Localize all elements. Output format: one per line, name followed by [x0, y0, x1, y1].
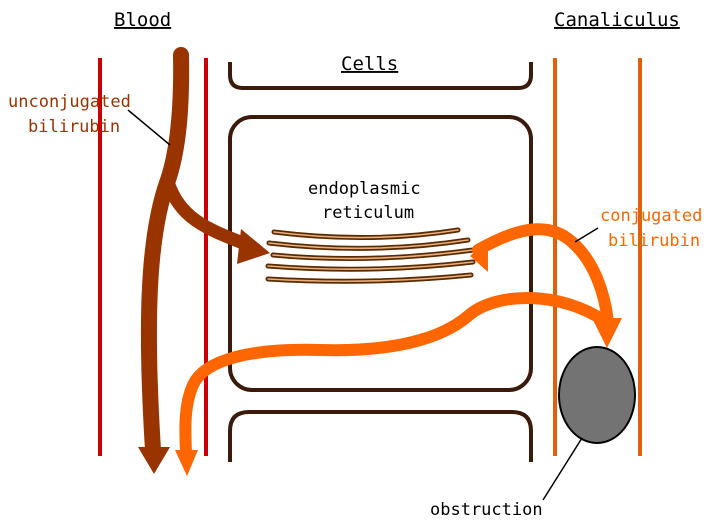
- er-label-line1: endoplasmic: [308, 179, 421, 199]
- cell-bottom: [230, 412, 531, 462]
- obstruction-leader: [543, 438, 582, 500]
- unconjugated-er-arrowhead: [237, 229, 270, 264]
- cells-header: Cells: [341, 53, 398, 75]
- obstruction: [559, 347, 635, 443]
- conjugated-bilirubin-reflux: [185, 298, 606, 452]
- obstruction-label: obstruction: [430, 500, 543, 520]
- conjugated-label-line2: bilirubin: [608, 231, 700, 251]
- er-label-line2: reticulum: [322, 203, 414, 223]
- blood-header: Blood: [114, 9, 171, 31]
- conjugated-label-leader: [575, 228, 598, 242]
- unconjugated-label-line2: bilirubin: [28, 117, 120, 137]
- conjugated-reflux-arrowhead: [175, 450, 198, 476]
- unconjugated-label-leader: [128, 110, 170, 145]
- unconjugated-bilirubin-stream: [149, 55, 181, 450]
- unconjugated-down-arrowhead: [138, 447, 170, 474]
- conjugated-label-line1: conjugated: [600, 206, 702, 226]
- unconjugated-label-line1: unconjugated: [8, 92, 131, 112]
- canaliculus-header: Canaliculus: [554, 9, 680, 31]
